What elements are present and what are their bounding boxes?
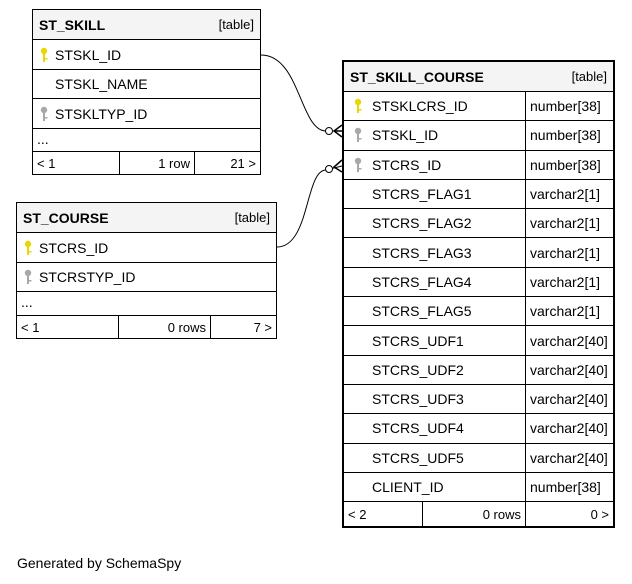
column-row[interactable]: STCRS_FLAG1 varchar2[1] bbox=[344, 179, 613, 210]
column-name: STCRS_FLAG4 bbox=[372, 273, 472, 290]
column-type: varchar2[40] bbox=[525, 443, 613, 472]
table-header: ST_SKILL_COURSE [table] bbox=[344, 62, 613, 92]
column-row[interactable]: STCRSTYP_ID bbox=[17, 263, 276, 292]
column-name: STCRS_FLAG3 bbox=[372, 244, 472, 261]
footer-parents[interactable]: < 1 bbox=[21, 319, 40, 335]
column-name: STSKL_ID bbox=[372, 127, 439, 144]
table-footer: < 1 1 row 21 > bbox=[33, 152, 260, 174]
table-footer: < 1 0 rows 7 > bbox=[17, 316, 276, 338]
column-row[interactable]: STSKLTYP_ID bbox=[33, 99, 260, 129]
table-name[interactable]: ST_SKILL bbox=[39, 16, 106, 33]
link-stskl-id-crowfoot bbox=[332, 124, 343, 138]
footer-row-count: 1 row bbox=[119, 152, 194, 174]
footer-row-count: 0 rows bbox=[118, 316, 210, 338]
column-name: STCRS_UDF1 bbox=[372, 332, 464, 349]
column-type: varchar2[1] bbox=[525, 267, 613, 297]
column-row[interactable]: STCRS_ID number[38] bbox=[344, 150, 613, 180]
column-row[interactable]: STSKL_ID bbox=[33, 40, 260, 70]
column-row[interactable]: STSKL_NAME bbox=[33, 70, 260, 99]
link-stskl-id bbox=[260, 54, 342, 132]
column-name: CLIENT_ID bbox=[372, 479, 444, 495]
column-name: STCRS_FLAG1 bbox=[372, 186, 472, 203]
footer-children[interactable]: 0 > bbox=[525, 502, 613, 527]
key-icon bbox=[17, 240, 39, 256]
column-type: number[38] bbox=[525, 121, 613, 150]
table-name[interactable]: ST_COURSE bbox=[23, 209, 109, 226]
more-columns: ... bbox=[33, 129, 260, 152]
key-icon bbox=[33, 106, 55, 122]
column-row[interactable]: STCRS_UDF5 varchar2[40] bbox=[344, 443, 613, 473]
key-icon bbox=[17, 269, 39, 285]
column-type: varchar2[40] bbox=[525, 355, 613, 384]
column-type: number[38] bbox=[525, 472, 613, 502]
column-row[interactable]: STCRS_ID bbox=[17, 233, 276, 263]
column-name: STCRS_FLAG2 bbox=[372, 215, 472, 232]
column-name: STCRS_ID bbox=[39, 239, 109, 256]
footer-parents[interactable]: < 1 bbox=[37, 155, 56, 171]
footer-parents[interactable]: < 2 bbox=[348, 506, 367, 522]
column-name: STCRS_UDF5 bbox=[372, 449, 464, 466]
key-icon bbox=[344, 157, 372, 173]
more-columns: ... bbox=[17, 292, 276, 316]
column-type: varchar2[40] bbox=[525, 414, 613, 443]
column-type: varchar2[1] bbox=[525, 238, 613, 267]
column-name: STCRSTYP_ID bbox=[39, 269, 136, 285]
column-name: STSKLTYP_ID bbox=[55, 105, 148, 122]
table-header: ST_COURSE [table] bbox=[17, 203, 276, 233]
footer-children[interactable]: 7 > bbox=[210, 316, 276, 338]
column-row[interactable]: STCRS_FLAG5 varchar2[1] bbox=[344, 297, 613, 327]
column-name: STSKL_NAME bbox=[55, 76, 148, 92]
column-row[interactable]: CLIENT_ID number[38] bbox=[344, 472, 613, 503]
column-row[interactable]: STCRS_UDF4 varchar2[40] bbox=[344, 414, 613, 444]
column-row[interactable]: STCRS_UDF3 varchar2[40] bbox=[344, 384, 613, 415]
column-row[interactable]: STCRS_FLAG4 varchar2[1] bbox=[344, 267, 613, 298]
column-name: STCRS_UDF4 bbox=[372, 420, 464, 437]
column-name: STCRS_UDF2 bbox=[372, 361, 464, 378]
column-name: STSKL_ID bbox=[55, 46, 122, 63]
link-stcrs-id bbox=[276, 165, 343, 248]
column-row[interactable]: STSKL_ID number[38] bbox=[344, 121, 613, 151]
generator-credit: Generated by SchemaSpy bbox=[17, 555, 182, 571]
table-footer: < 2 0 rows 0 > bbox=[344, 502, 613, 527]
key-icon bbox=[344, 127, 372, 143]
column-type: varchar2[40] bbox=[525, 384, 613, 414]
column-name: STCRS_ID bbox=[372, 156, 442, 173]
column-type: number[38] bbox=[525, 150, 613, 179]
column-name: STCRS_UDF3 bbox=[372, 391, 464, 408]
column-name: STSKLCRS_ID bbox=[372, 98, 468, 115]
table-kind: [table] bbox=[234, 210, 270, 225]
column-type: varchar2[40] bbox=[525, 326, 613, 355]
link-stcrs-id-circle bbox=[325, 165, 333, 173]
table-kind: [table] bbox=[218, 17, 254, 32]
column-row[interactable]: STCRS_UDF1 varchar2[40] bbox=[344, 326, 613, 356]
column-type: varchar2[1] bbox=[525, 209, 613, 238]
table-kind: [table] bbox=[571, 69, 607, 84]
column-type: varchar2[1] bbox=[525, 179, 613, 209]
table-header: ST_SKILL [table] bbox=[33, 10, 260, 40]
table-st-course[interactable]: ST_COURSE [table] STCRS_ID STCRSTYP_ID .… bbox=[16, 202, 277, 339]
table-st-skill[interactable]: ST_SKILL [table] STSKL_ID STSKL_NAME STS… bbox=[32, 9, 261, 175]
footer-row-count: 0 rows bbox=[422, 502, 525, 527]
column-row[interactable]: STCRS_UDF2 varchar2[40] bbox=[344, 355, 613, 385]
key-icon bbox=[344, 98, 372, 114]
column-name: STCRS_FLAG5 bbox=[372, 303, 472, 320]
link-stskl-id-circle bbox=[325, 127, 333, 135]
column-row[interactable]: STSKLCRS_ID number[38] bbox=[344, 92, 613, 122]
key-icon bbox=[33, 47, 55, 63]
column-row[interactable]: STCRS_FLAG2 varchar2[1] bbox=[344, 209, 613, 239]
column-row[interactable]: STCRS_FLAG3 varchar2[1] bbox=[344, 238, 613, 268]
footer-children[interactable]: 21 > bbox=[194, 152, 260, 174]
table-name[interactable]: ST_SKILL_COURSE bbox=[350, 68, 484, 85]
column-type: number[38] bbox=[525, 92, 613, 121]
link-stcrs-id-crowfoot bbox=[332, 159, 343, 173]
column-type: varchar2[1] bbox=[525, 297, 613, 326]
